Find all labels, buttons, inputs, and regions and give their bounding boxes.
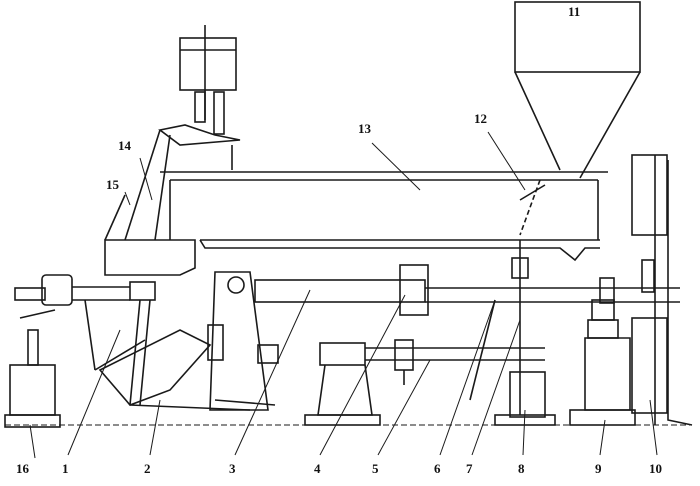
label-11: 11	[568, 4, 581, 19]
label-12: 12	[474, 111, 487, 126]
trough	[160, 171, 608, 262]
column-10	[631, 154, 693, 426]
label-6: 6	[434, 461, 441, 476]
label-14: 14	[118, 138, 131, 153]
label-16: 16	[16, 461, 29, 476]
label-3: 3	[229, 461, 236, 476]
stand-9	[569, 299, 636, 426]
label-9: 9	[595, 461, 602, 476]
label-8: 8	[518, 461, 525, 476]
label-5: 5	[372, 461, 379, 476]
leader-lines	[29, 131, 658, 459]
label-1: 1	[62, 461, 69, 476]
label-13: 13	[358, 121, 371, 136]
label-7: 7	[466, 461, 473, 476]
box-16	[4, 299, 146, 428]
label-10: 10	[649, 461, 662, 476]
stand-8	[469, 240, 556, 426]
rocker-mechanism	[98, 271, 279, 411]
lower-slide	[304, 339, 545, 426]
main-shaft	[14, 259, 680, 316]
label-4: 4	[314, 461, 321, 476]
top-actuator	[158, 25, 241, 170]
hopper	[514, 1, 641, 236]
label-2: 2	[144, 461, 151, 476]
left-frame	[104, 129, 196, 276]
label-15: 15	[106, 177, 119, 192]
